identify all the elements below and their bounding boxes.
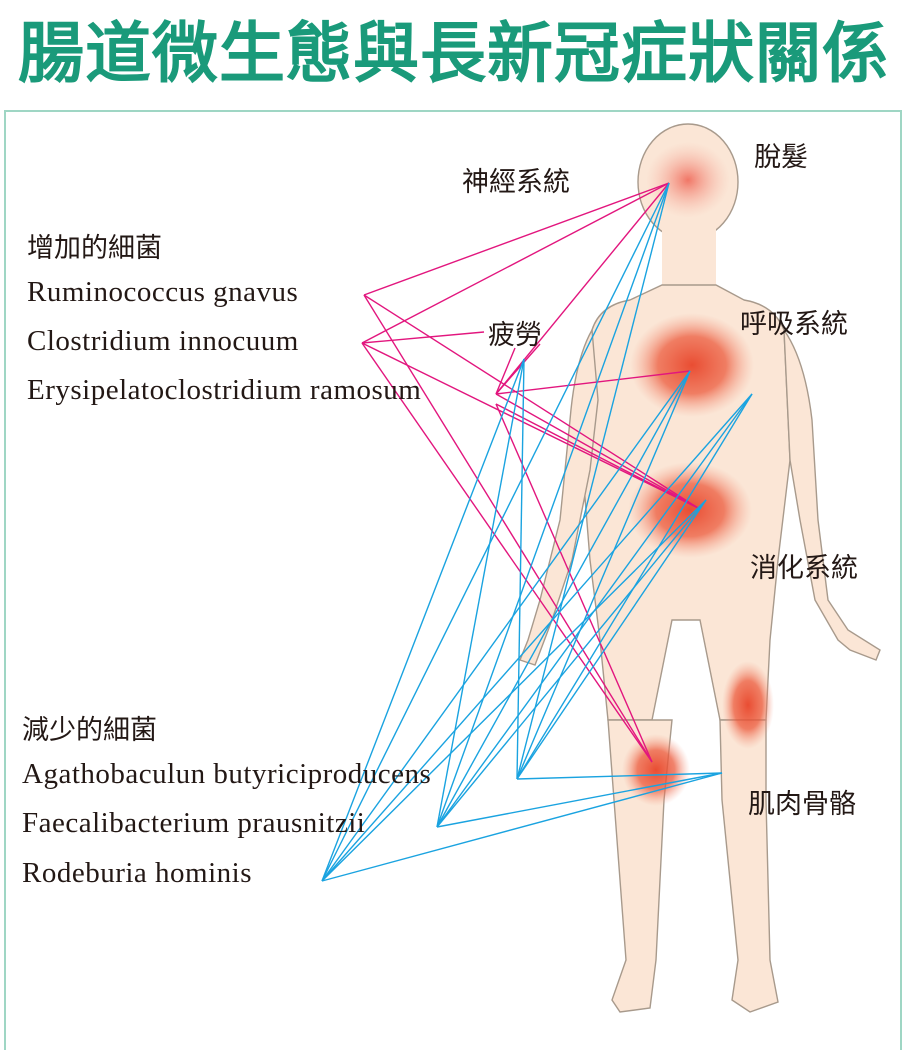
brain-inflammation xyxy=(646,142,730,218)
symptom-nervous-system: 神經系統 xyxy=(462,167,570,198)
bacteria-faecalibacterium: Faecalibacterium prausnitzii xyxy=(22,807,366,839)
decreased-bacteria-heading: 減少的細菌 xyxy=(22,715,157,746)
left-knee-inflammation xyxy=(622,734,690,806)
symptom-respiratory-system: 呼吸系統 xyxy=(740,309,848,340)
diagram-frame xyxy=(4,110,902,1050)
increased-bacteria-links xyxy=(361,182,699,763)
bacteria-agathobaculun: Agathobaculun butyriciproducens xyxy=(22,758,432,790)
symptom-digestive-system: 消化系統 xyxy=(750,553,858,584)
lung-inflammation xyxy=(630,313,754,417)
page-title: 腸道微生態與長新冠症狀關係 xyxy=(18,14,889,92)
symptom-hair-loss: 脫髮 xyxy=(754,142,808,173)
symptom-fatigue: 疲勞 xyxy=(488,320,542,351)
bacteria-erysipelatoclostridium: Erysipelatoclostridium ramosum xyxy=(27,374,422,406)
right-thigh-inflammation xyxy=(722,661,774,749)
bacteria-rodeburia: Rodeburia hominis xyxy=(22,857,253,889)
bacteria-ruminococcus: Ruminococcus gnavus xyxy=(27,276,299,308)
gut-inflammation xyxy=(628,462,752,558)
increased-bacteria-heading: 增加的細菌 xyxy=(27,233,162,264)
decreased-bacteria-links xyxy=(321,182,753,882)
symptom-musculoskeletal: 肌肉骨骼 xyxy=(748,789,856,820)
bacteria-clostridium: Clostridium innocuum xyxy=(27,325,299,357)
